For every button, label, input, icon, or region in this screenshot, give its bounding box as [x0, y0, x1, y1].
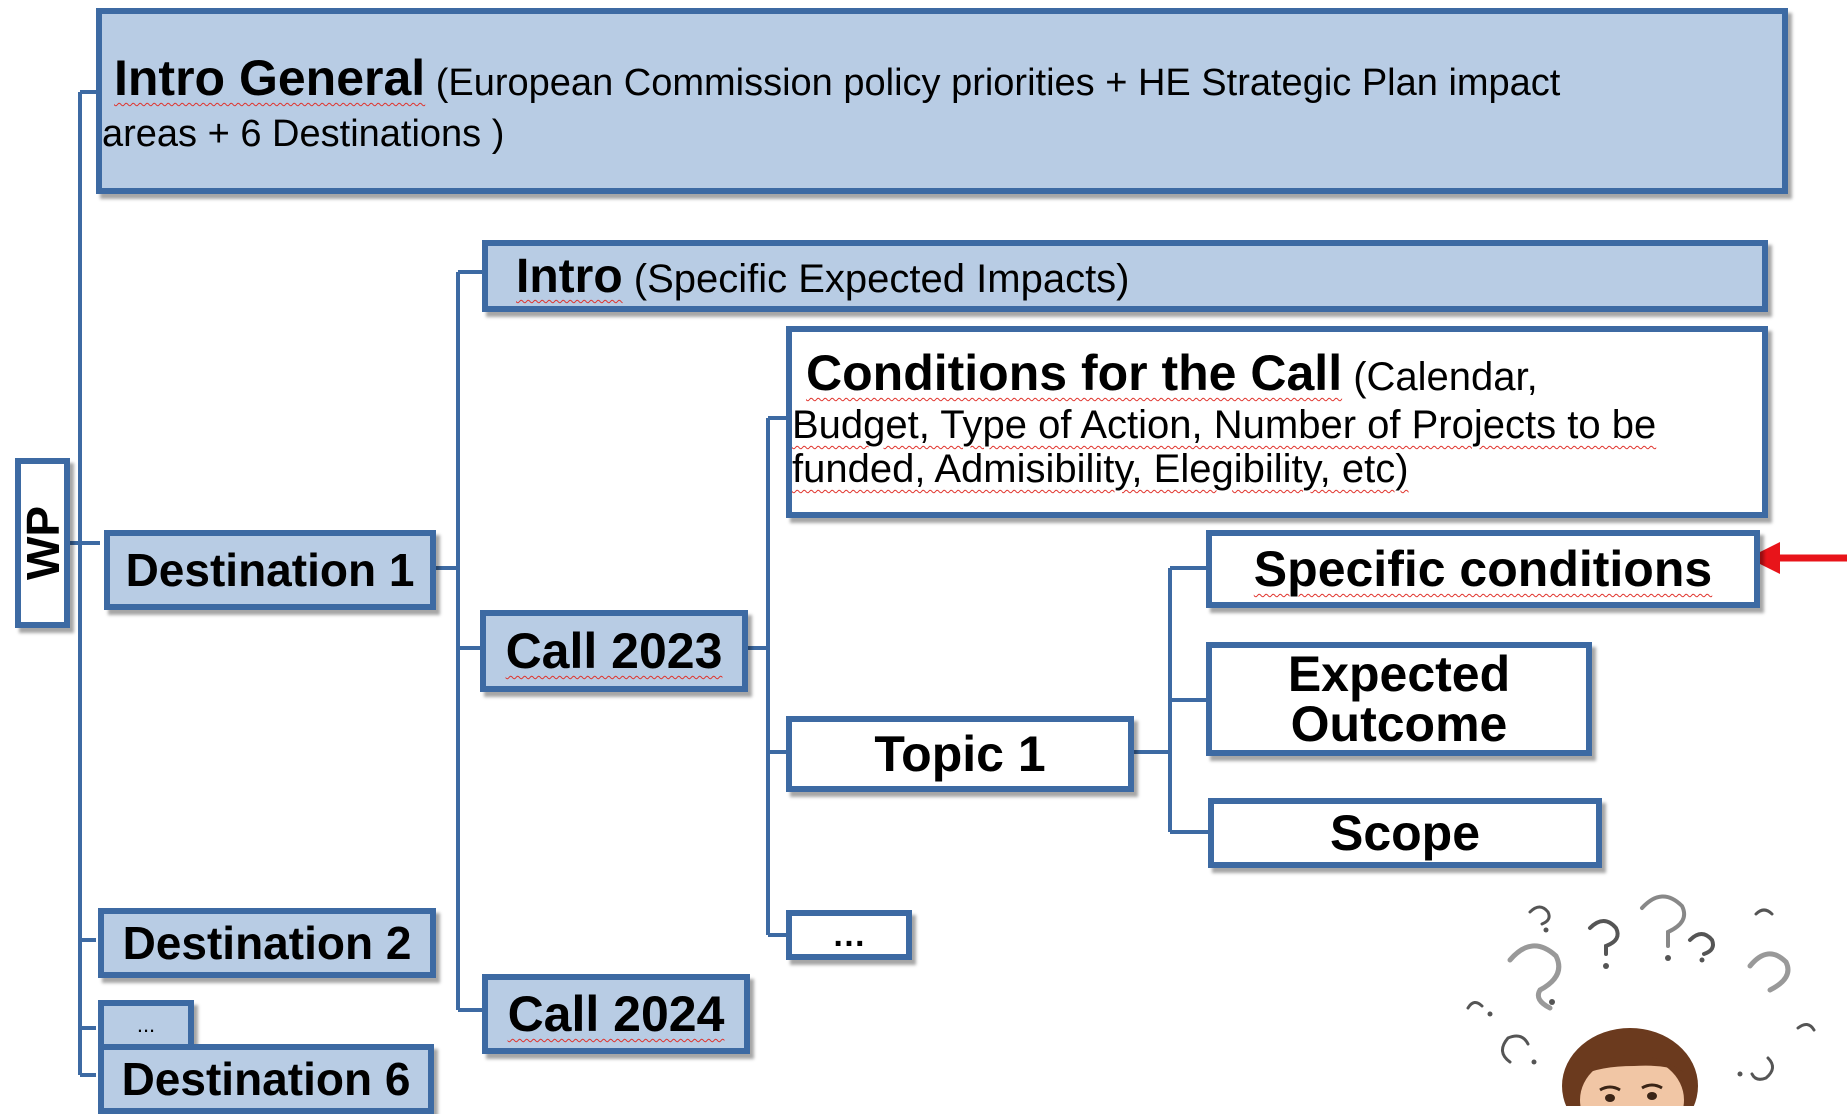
conditions-title: Conditions for the Call	[806, 345, 1343, 401]
intro-general-detail: (European Commission policy priorities +…	[425, 62, 1561, 104]
question-mark-icon	[1528, 905, 1551, 926]
question-mark-icon	[1750, 1056, 1774, 1081]
question-mark-icon	[1501, 1034, 1530, 1064]
question-mark-icon	[1688, 932, 1715, 956]
intro-title: Intro	[516, 250, 623, 303]
intro-box: Intro (Specific Expected Impacts)	[482, 240, 1768, 312]
conditions-detail3: funded, Admisibility, Elegibility, etc)	[792, 447, 1409, 491]
destination2-box: Destination 2	[98, 908, 436, 978]
scope-label: Scope	[1329, 805, 1481, 861]
destination1-label: Destination 1	[125, 544, 415, 596]
person-head	[1562, 1028, 1698, 1106]
intro-general-title: Intro General	[114, 50, 426, 106]
question-mark-icon	[1796, 1023, 1816, 1032]
topic1-label: Topic 1	[874, 726, 1046, 782]
destination1-box: Destination 1	[104, 530, 436, 610]
red-arrow-icon	[1748, 542, 1847, 574]
expected-outcome-box: Expected Outcome	[1206, 642, 1592, 756]
conditions-detail1: (Calendar,	[1342, 355, 1538, 399]
expected-outcome-line2: Outcome	[1290, 696, 1508, 752]
wp-label: WP	[16, 505, 69, 581]
call2024-box: Call 2024	[482, 974, 750, 1054]
thinking-person-illustration	[1466, 894, 1816, 1106]
specific-conditions-box: Specific conditions	[1206, 530, 1760, 608]
question-mark-icon	[1754, 908, 1774, 916]
intro-detail: (Specific Expected Impacts)	[622, 257, 1130, 301]
question-mark-icon	[1466, 1001, 1484, 1010]
destination-ellipsis-label: ...	[136, 1012, 156, 1037]
specific-conditions-label: Specific conditions	[1253, 541, 1713, 597]
expected-outcome-line1: Expected	[1287, 646, 1511, 702]
conditions-box: Conditions for the Call (Calendar, Budge…	[786, 326, 1768, 518]
destination2-label: Destination 2	[122, 917, 412, 969]
destination-ellipsis-box: ...	[98, 1000, 194, 1050]
intro-general-detail-line2: areas + 6 Destinations )	[102, 113, 505, 155]
topic-more-label: …	[832, 915, 866, 954]
destination6-box: Destination 6	[98, 1044, 434, 1114]
question-mark-icon	[1640, 894, 1687, 948]
question-mark-icon	[1747, 951, 1791, 993]
wp-box: WP	[15, 458, 70, 628]
conditions-detail2: Budget, Type of Action, Number of Projec…	[792, 403, 1657, 447]
intro-general-box: Intro General (European Commission polic…	[96, 8, 1788, 194]
topic-more-box: …	[786, 910, 912, 960]
call2023-label: Call 2023	[505, 623, 723, 679]
topic1-box: Topic 1	[786, 716, 1134, 792]
call2023-box: Call 2023	[480, 610, 748, 692]
question-mark-icon	[1588, 919, 1620, 956]
scope-box: Scope	[1208, 798, 1602, 868]
destination6-label: Destination 6	[121, 1053, 411, 1105]
call2024-label: Call 2024	[507, 986, 725, 1042]
question-mark-icon	[1507, 943, 1562, 1011]
